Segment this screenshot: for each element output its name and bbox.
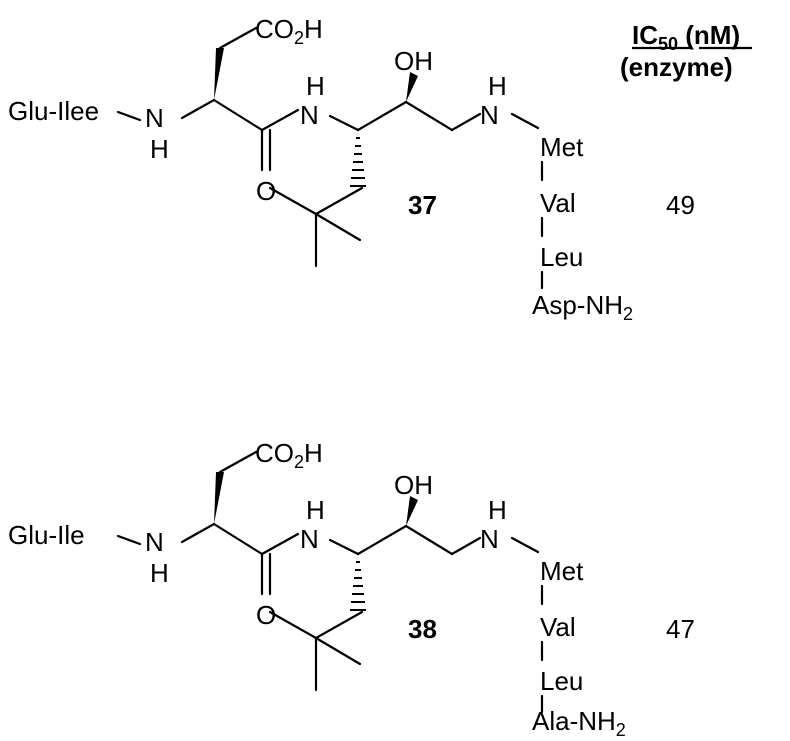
assay-label: (enzyme) [620,52,733,82]
compound-38: Glu-Ile N H O CO2H H N OH H N Met Val Le… [8,438,695,740]
c-term-label: Ala-NH2 [532,706,626,740]
compound-id: 37 [408,190,437,220]
amine-h-label: H [488,71,507,101]
amide2-n-label: N [300,524,319,554]
c-term-label: Asp-NH2 [532,290,633,324]
amide2-n-label: N [300,100,319,130]
amide-h-label: H [150,134,169,164]
amide2-h-label: H [306,495,325,525]
compound-id: 38 [408,614,437,644]
amide-n-label: N [145,103,164,133]
amide-h-label: H [150,558,169,588]
hydroxyl-label: OH [394,470,433,500]
carbonyl-o-label: O [256,176,276,206]
chain-residue-1: Met [540,132,584,162]
amine-h-label: H [488,495,507,525]
chain-residue-2: Val [540,612,576,642]
acid-label: CO2H [255,14,323,48]
chain-residue-1: Met [540,556,584,586]
ic50-value: 47 [666,614,695,644]
ic50-value: 49 [666,190,695,220]
chain-residue-3: Leu [540,242,583,272]
acid-label: CO2H [255,438,323,472]
compound-skeleton [116,26,544,290]
compound-37: Glu-Ilee N H O CO2H H N OH H N Met Val L… [8,14,695,324]
n-cap-label: Glu-Ile [8,520,85,550]
amide-n-label: N [145,527,164,557]
n-cap-label: Glu-Ilee [8,96,99,126]
hydroxyl-label: OH [394,46,433,76]
chain-residue-3: Leu [540,666,583,696]
amine-n-label: N [480,100,499,130]
amide2-h-label: H [306,71,325,101]
chain-residue-2: Val [540,188,576,218]
compound-skeleton [116,450,544,714]
ic50-header: IC50 (nM) (enzyme) [620,20,752,82]
carbonyl-o-label: O [256,600,276,630]
amine-n-label: N [480,524,499,554]
